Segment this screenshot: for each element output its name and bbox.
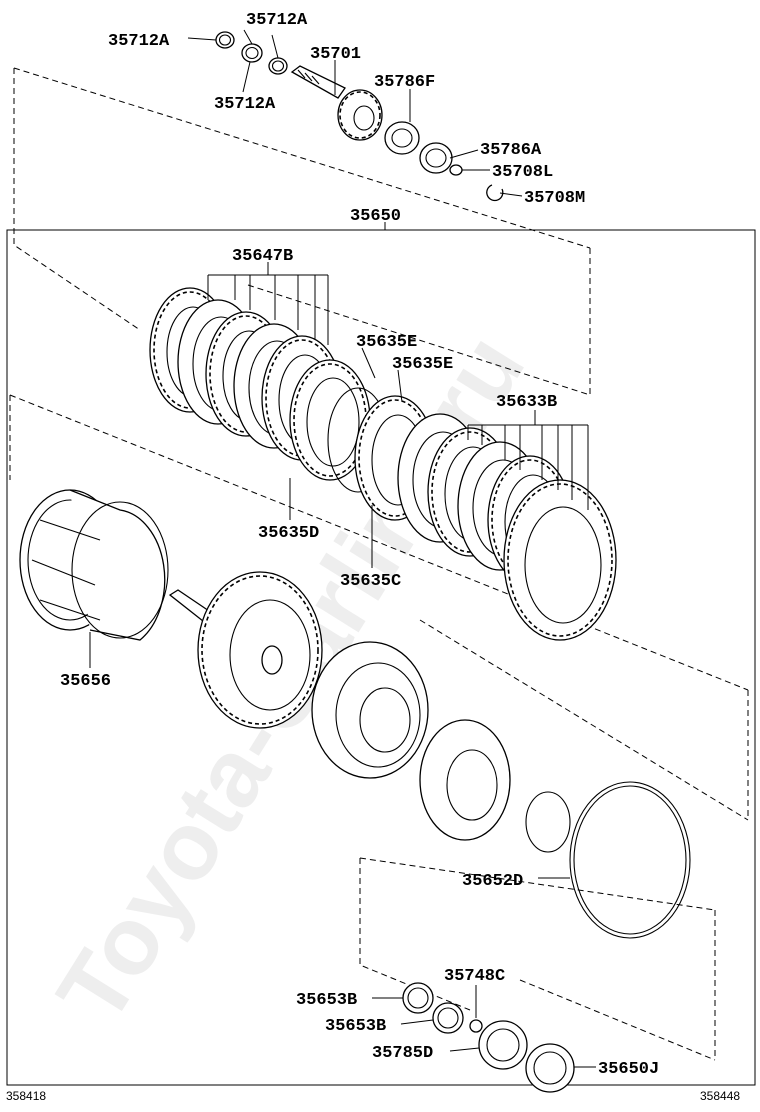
label-35656: 35656 (60, 672, 111, 691)
label-35652d: 35652D (462, 872, 523, 891)
bracket-35633b (467, 410, 589, 510)
o-ring-35708l (449, 164, 463, 176)
snap-ring-35652d (569, 781, 691, 939)
label-35650: 35650 (350, 207, 401, 226)
label-35708m: 35708M (524, 189, 585, 208)
snap-ring-35712a-3 (268, 57, 288, 75)
race-35650j (525, 1043, 575, 1093)
label-35635e-1: 35635E (356, 333, 417, 352)
spring-retainer (419, 719, 511, 841)
label-35650j: 35650J (598, 1060, 659, 1079)
clutch-drum-35656 (19, 489, 169, 641)
label-35712a-2: 35712A (246, 11, 308, 30)
bearing-35786f (384, 121, 420, 155)
bearing-35785d (478, 1020, 528, 1070)
label-35635d: 35635D (258, 524, 319, 543)
label-35786f: 35786F (374, 73, 435, 92)
label-35635c: 35635C (340, 572, 401, 591)
label-35785d: 35785D (372, 1044, 433, 1063)
label-35653b-2: 35653B (325, 1017, 386, 1036)
assembly-box-35650 (6, 229, 756, 1086)
label-35712a-1: 35712A (108, 32, 170, 51)
clutch-piston (311, 641, 429, 779)
label-35701: 35701 (310, 45, 361, 64)
label-35786a: 35786A (480, 141, 542, 160)
shaft-35701 (290, 65, 383, 141)
label-35748c: 35748C (444, 967, 505, 986)
corner-code-right: 358448 (700, 1089, 740, 1103)
label-35653b-1: 35653B (296, 991, 357, 1010)
corner-code-left: 358418 (6, 1089, 46, 1103)
label-35633b: 35633B (496, 393, 557, 412)
clutch-hub (168, 571, 323, 729)
race-35786a (419, 142, 453, 174)
o-ring-35748c (469, 1019, 483, 1033)
snap-ring-35712a-1 (215, 31, 235, 49)
label-35712a-3: 35712A (214, 95, 276, 114)
label-35635e-2: 35635E (392, 355, 453, 374)
clutch-disc-pack-35633b (397, 413, 617, 641)
label-35708l: 35708L (492, 163, 553, 182)
clutch-disc-pack-35647b (149, 287, 343, 461)
bracket-35647b (207, 262, 329, 345)
snap-ring-35712a-2 (241, 43, 263, 63)
seal-ring-35653b-2 (432, 1002, 464, 1034)
label-35647b: 35647B (232, 247, 293, 266)
snap-ring-small (525, 791, 571, 853)
